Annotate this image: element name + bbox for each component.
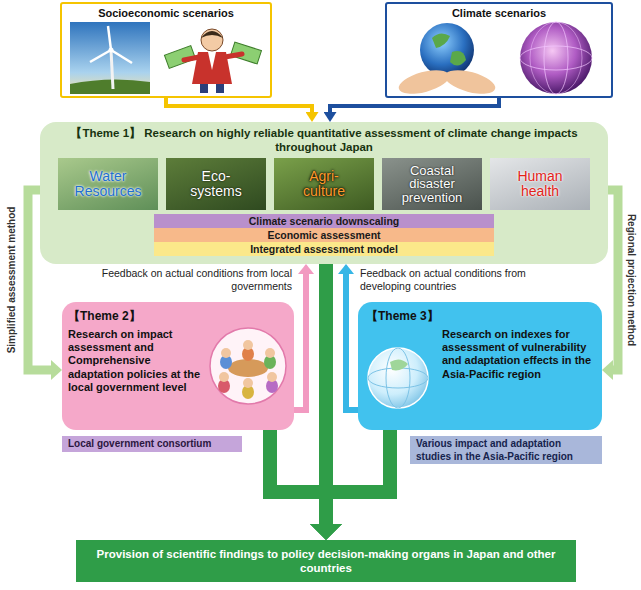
theme-box: 【Theme 2】 Research on impact assessment a… — [62, 302, 294, 430]
theme-body: Research on impact assessment and Compre… — [68, 328, 204, 394]
scenario-box: Socioeconomic scenarios — [60, 2, 272, 98]
theme-heading: 【Theme 2】 — [68, 308, 288, 325]
impact-tile: Human health — [490, 158, 590, 210]
banknote — [164, 46, 195, 69]
label-holder: Simplified assessment method — [6, 207, 18, 354]
leg — [216, 84, 224, 93]
banknote — [231, 42, 262, 64]
bar-label: Climate scenario downscaling — [154, 214, 494, 228]
consortium-tag: Local government consortium — [62, 436, 242, 452]
tile-label: Water Resources — [63, 169, 153, 198]
globe-ring — [520, 46, 592, 70]
theme-title: 【Theme 1】 Research on highly reliable qu… — [60, 127, 588, 155]
windmill-tower — [111, 50, 113, 89]
jacket — [192, 52, 232, 84]
output-label: Provision of scientific findings to poli… — [88, 547, 564, 576]
flow-arrow — [608, 190, 618, 370]
tile-label: Coastal disaster prevention — [390, 164, 474, 205]
label-holder: Feedback on actual conditions from local… — [100, 267, 292, 292]
windmill-photo — [70, 22, 150, 94]
arm — [184, 57, 199, 60]
impact-tile: Water Resources — [58, 158, 158, 210]
bar-label: Integrated assessment model — [154, 242, 494, 256]
flow-arrow — [166, 98, 312, 112]
method-bar: Economic assessment — [154, 228, 494, 242]
impact-tile: Agri- culture — [274, 158, 374, 210]
windmill-blade — [90, 50, 111, 62]
windmill-blade — [111, 50, 132, 63]
money-man-figure — [164, 29, 261, 93]
ground — [70, 79, 150, 94]
box-title: Socioeconomic scenarios — [62, 7, 270, 19]
globe-ring — [544, 22, 568, 94]
impact-tile: Coastal disaster prevention — [382, 158, 482, 210]
scenario-box: Climate scenarios — [385, 2, 613, 98]
windmill-hub — [109, 48, 114, 53]
shirt — [208, 52, 216, 70]
tile-label: Eco- systems — [186, 169, 246, 198]
arm — [225, 54, 242, 57]
hair — [201, 31, 223, 38]
flow-arrow — [294, 274, 306, 410]
theme-heading: 【Theme 3】 — [366, 308, 594, 325]
windmill-blade — [108, 26, 111, 50]
label-holder: Feedback on actual conditions from devel… — [360, 267, 570, 292]
impact-tile: Eco- systems — [166, 158, 266, 210]
output-box: Provision of scientific findings to poli… — [76, 540, 576, 582]
method-label: Simplified assessment method — [6, 207, 18, 354]
method-bar: Climate scenario downscaling — [154, 214, 494, 228]
globe-in-hands — [396, 23, 497, 98]
studies-tag: Various impact and adaptation studies in… — [410, 436, 602, 464]
flow-arrow — [270, 430, 326, 524]
method-bar: Integrated assessment model — [154, 242, 494, 256]
tile-label: Human health — [510, 169, 570, 198]
globe-ring — [530, 22, 582, 94]
tile-label: Agri- culture — [294, 169, 354, 198]
hand — [442, 66, 497, 99]
land — [432, 33, 450, 48]
connector-group — [28, 98, 618, 524]
leg — [200, 84, 208, 93]
tag-label: Various impact and adaptation studies in… — [416, 437, 596, 463]
theme-box: 【Theme 3】 Research on indexes for assessm… — [358, 302, 602, 430]
tag-label: Local government consortium — [68, 437, 236, 451]
warming-globe — [520, 22, 592, 94]
label-holder: Regional projection method — [625, 214, 637, 346]
flow-arrow — [330, 98, 499, 112]
sky — [70, 22, 150, 94]
head — [201, 29, 223, 51]
flow-arrow — [326, 430, 390, 524]
hand — [396, 66, 451, 99]
flow-arrow — [346, 274, 358, 410]
theme-panel: 【Theme 1】 Research on highly reliable qu… — [40, 122, 608, 264]
method-label: Regional projection method — [625, 214, 637, 346]
box-title: Climate scenarios — [387, 7, 611, 19]
land — [450, 51, 466, 66]
globe — [520, 22, 592, 94]
theme-body: Research on indexes for assessment of vu… — [442, 328, 594, 381]
earth — [420, 23, 474, 77]
feedback-label: Feedback on actual conditions from local… — [100, 267, 292, 292]
bar-label: Economic assessment — [154, 228, 494, 242]
feedback-label: Feedback on actual conditions from devel… — [360, 267, 570, 292]
